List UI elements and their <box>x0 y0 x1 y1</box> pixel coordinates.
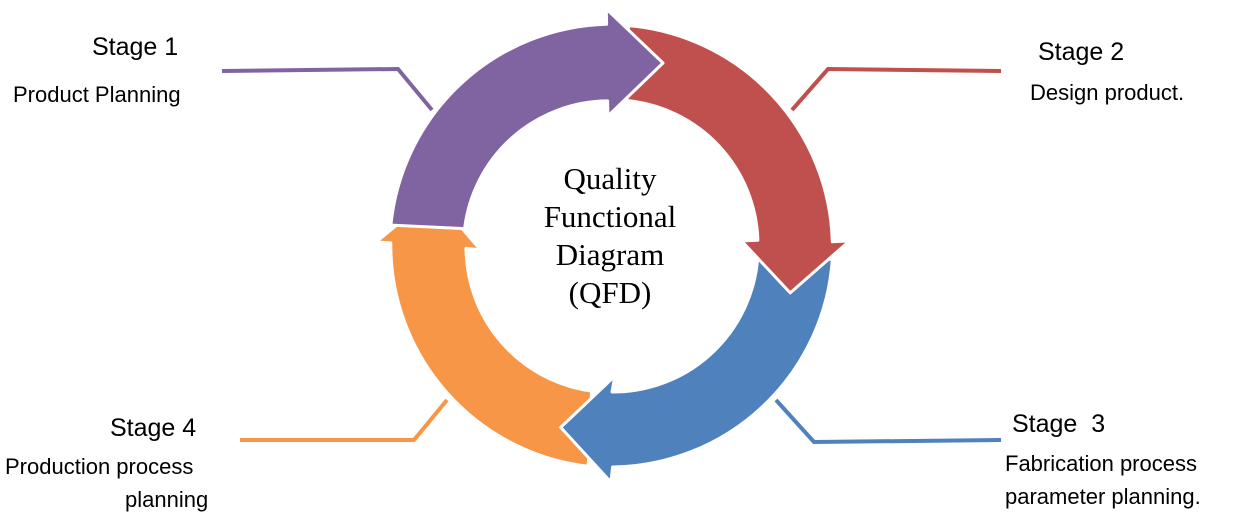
stage-3-description-line-2: parameter planning. <box>1005 484 1201 509</box>
stage-3-arrow <box>559 246 834 484</box>
stage-4-arrow <box>374 193 594 468</box>
stage-3-title: Stage 3 <box>1012 410 1106 438</box>
stage-3-connector <box>774 398 1002 445</box>
stage-1-title: Stage 1 <box>92 33 179 61</box>
stage-2-title: Stage 2 <box>1038 38 1125 66</box>
stage-4-connector <box>240 398 449 442</box>
stage-4-title: Stage 4 <box>110 414 197 442</box>
stage-1-description: Product Planning <box>13 82 181 107</box>
center-title: Quality Functional Diagram (QFD) <box>500 160 720 312</box>
stage-1-connector <box>221 66 434 112</box>
stage-3-description-line-1: Fabrication process <box>1005 451 1197 476</box>
stage-2-connector <box>790 66 1002 112</box>
stage-2-description: Design product. <box>1030 80 1185 105</box>
center-title-line: Quality <box>563 161 657 196</box>
stage-4-description-line-2: planning <box>125 487 209 512</box>
stage-1-arrow <box>389 7 665 231</box>
stage-2-arrow <box>625 24 851 295</box>
center-title-line: Functional <box>543 199 677 234</box>
center-title-line: (QFD) <box>568 275 652 310</box>
stage-4-description-line-1: Production process <box>5 454 194 479</box>
center-title-line: Diagram <box>555 237 665 272</box>
